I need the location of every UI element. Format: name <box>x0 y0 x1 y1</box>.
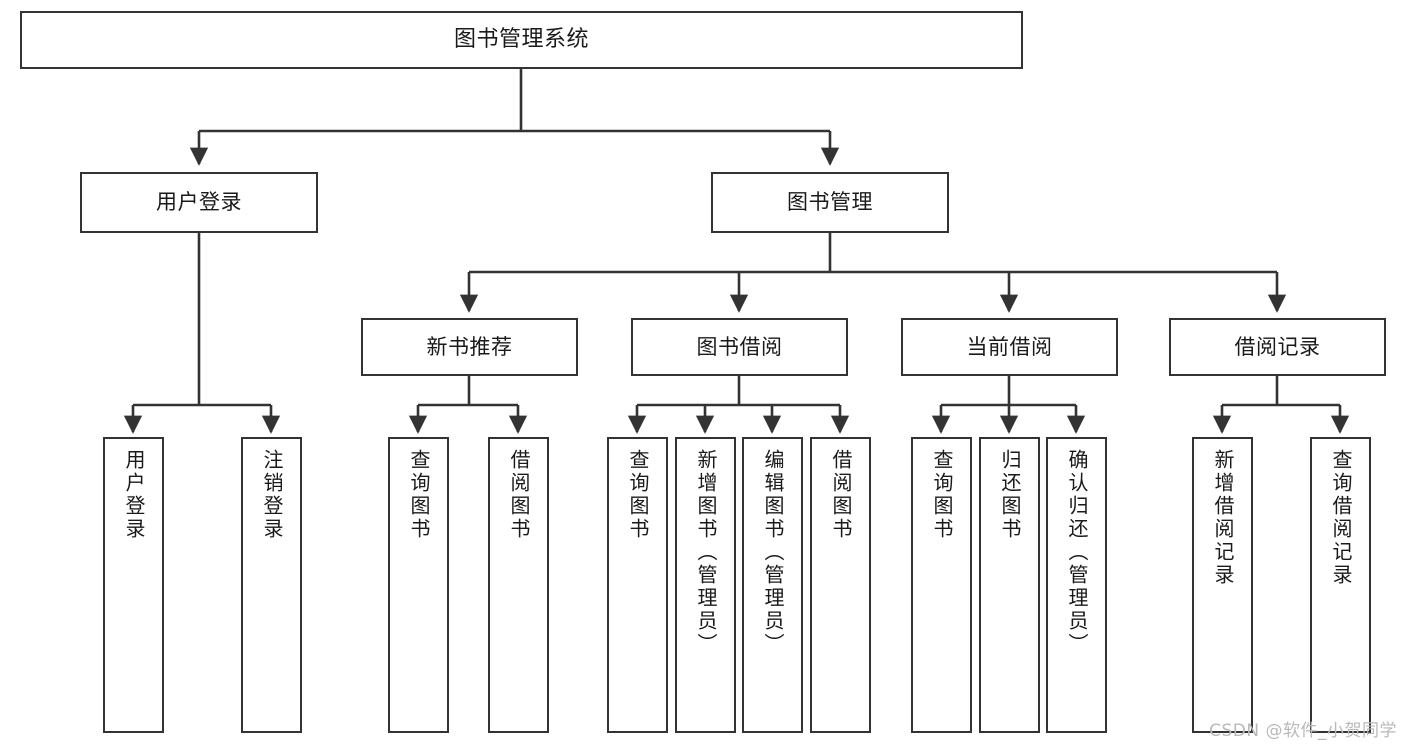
node-leaf-edit-book[interactable]: 编辑图书（管理员） <box>742 437 803 733</box>
node-leaf-return-book[interactable]: 归还图书 <box>979 437 1040 733</box>
node-label: 借阅记录 <box>1234 334 1321 359</box>
node-root-system[interactable]: 图书管理系统 <box>20 11 1023 69</box>
node-leaf-logout[interactable]: 注销登录 <box>241 437 302 733</box>
node-label: 借阅图书 <box>507 449 531 541</box>
node-leaf-query-record[interactable]: 查询借阅记录 <box>1310 437 1371 733</box>
node-label: 当前借阅 <box>966 334 1053 359</box>
node-label: 查询图书 <box>407 449 431 541</box>
node-leaf-user-login[interactable]: 用户登录 <box>103 437 164 733</box>
node-label: 图书管理 <box>787 190 873 215</box>
node-current-borrow[interactable]: 当前借阅 <box>901 318 1118 376</box>
node-label: 用户登录 <box>122 449 146 541</box>
node-label: 新增借阅记录 <box>1211 449 1235 587</box>
node-borrow-record[interactable]: 借阅记录 <box>1169 318 1386 376</box>
node-user-login[interactable]: 用户登录 <box>80 172 318 233</box>
watermark-text: CSDN @软件_小贺同学 <box>1209 721 1397 741</box>
node-label: 新增图书（管理员） <box>694 449 718 656</box>
node-label: 归还图书 <box>998 449 1022 541</box>
node-new-book-recommend[interactable]: 新书推荐 <box>361 318 578 376</box>
node-label: 新书推荐 <box>426 334 513 359</box>
node-label: 查询图书 <box>930 449 954 541</box>
node-leaf-query-book-1[interactable]: 查询图书 <box>388 437 449 733</box>
node-leaf-borrow-book-2[interactable]: 借阅图书 <box>810 437 871 733</box>
node-leaf-confirm-return[interactable]: 确认归还（管理员） <box>1046 437 1107 733</box>
node-label: 借阅图书 <box>829 449 853 541</box>
node-leaf-query-book-2[interactable]: 查询图书 <box>607 437 668 733</box>
node-label: 编辑图书（管理员） <box>761 449 785 656</box>
node-leaf-borrow-book-1[interactable]: 借阅图书 <box>488 437 549 733</box>
node-label: 图书管理系统 <box>453 27 589 53</box>
node-leaf-query-book-3[interactable]: 查询图书 <box>911 437 972 733</box>
node-label: 图书借阅 <box>696 334 783 359</box>
node-label: 用户登录 <box>156 190 242 215</box>
node-leaf-add-record[interactable]: 新增借阅记录 <box>1192 437 1253 733</box>
node-leaf-add-book[interactable]: 新增图书（管理员） <box>675 437 736 733</box>
node-label: 查询借阅记录 <box>1329 449 1353 587</box>
node-label: 查询图书 <box>626 449 650 541</box>
node-book-borrow[interactable]: 图书借阅 <box>631 318 848 376</box>
node-label: 注销登录 <box>260 449 284 541</box>
node-book-manage[interactable]: 图书管理 <box>711 172 949 233</box>
node-label: 确认归还（管理员） <box>1065 449 1089 656</box>
